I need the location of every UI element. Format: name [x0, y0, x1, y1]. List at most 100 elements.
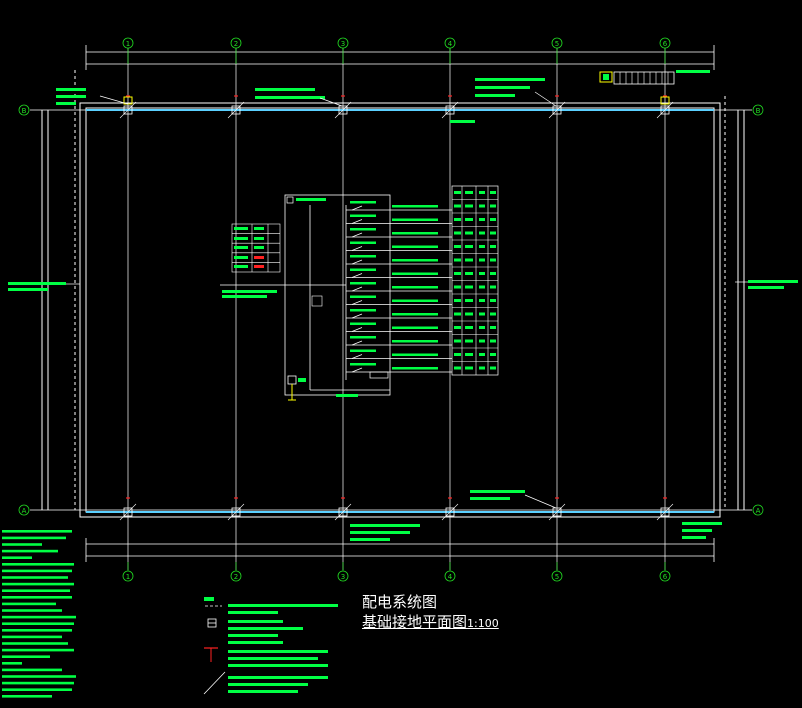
circuit-table	[451, 185, 499, 376]
column-label-6-bottom: 6	[663, 573, 668, 581]
column-bubble-2-bottom	[230, 570, 242, 582]
drawing-title-block: 配电系统图 基础接地平面图1:100	[362, 592, 499, 634]
note-line	[2, 629, 72, 632]
row-label-A-right: A	[756, 507, 761, 515]
column-label-1-bottom: 1	[126, 573, 130, 581]
column-bubble-6-bottom	[659, 570, 671, 582]
column-bubble-3-bottom	[337, 570, 349, 582]
ground-point	[338, 507, 348, 517]
breaker-row	[346, 349, 452, 359]
row-label-B-right: B	[756, 107, 761, 115]
meter-box-icon	[599, 71, 675, 85]
note-line	[2, 695, 52, 698]
breaker-row	[346, 336, 452, 346]
ground-connection-points	[119, 95, 674, 521]
drawing-scale: 1:100	[467, 617, 499, 630]
note-line	[2, 536, 66, 540]
note-line	[2, 549, 58, 553]
column-label-4-bottom: 4	[448, 573, 453, 581]
note-line	[2, 615, 76, 619]
note-line	[2, 569, 72, 573]
top-annotations	[56, 70, 710, 123]
ground-point	[445, 507, 455, 517]
breaker-row	[346, 363, 452, 373]
breaker-row	[346, 228, 452, 238]
breaker-row	[346, 201, 452, 211]
note-line	[2, 602, 56, 606]
breaker-row	[346, 295, 452, 305]
legend	[203, 597, 338, 695]
note-line	[2, 675, 76, 678]
ground-point	[445, 105, 455, 115]
ground-point	[231, 507, 241, 517]
note-line	[2, 596, 72, 599]
note-line	[2, 662, 22, 665]
breaker-circuit-rows	[346, 201, 452, 379]
ground-point	[660, 105, 670, 115]
ground-point	[231, 105, 241, 115]
breaker-row	[346, 268, 452, 278]
column-grid-lines	[127, 48, 666, 570]
ground-bar-b	[86, 109, 714, 513]
column-label-5-bottom: 5	[555, 573, 559, 581]
row-bubble-A-left	[18, 504, 30, 516]
note-line	[2, 642, 68, 645]
ground-point	[338, 105, 348, 115]
row-bubble-B-left	[18, 104, 30, 116]
column-label-3-bottom: 3	[341, 573, 345, 581]
service-entry-box	[123, 96, 133, 105]
parameter-table	[231, 223, 281, 273]
note-line	[2, 530, 72, 533]
breaker-row	[346, 214, 452, 224]
breaker-row	[346, 241, 452, 251]
design-notes-block	[2, 530, 76, 698]
note-line	[2, 543, 42, 546]
ground-point	[660, 507, 670, 517]
title-main: 配电系统图	[362, 593, 438, 611]
column-bubble-6-top	[659, 37, 671, 49]
column-label-1-top: 1	[126, 40, 130, 48]
column-bubble-5-top	[551, 37, 563, 49]
ground-point	[123, 507, 133, 517]
column-bubble-5-bottom	[551, 570, 563, 582]
note-line	[2, 668, 62, 672]
ground-point	[552, 105, 562, 115]
column-label-3-top: 3	[341, 40, 345, 48]
column-label-6-top: 6	[663, 40, 668, 48]
row-label-A-left: A	[22, 507, 27, 515]
note-line	[2, 655, 50, 658]
spd-module	[369, 371, 389, 379]
note-line	[2, 589, 70, 592]
note-line	[2, 635, 62, 639]
note-line	[2, 556, 32, 559]
column-bubble-3-top	[337, 37, 349, 49]
note-line	[2, 582, 74, 586]
row-label-B-left: B	[22, 107, 27, 115]
column-bubble-4-top	[444, 37, 456, 49]
breaker-row	[346, 255, 452, 265]
column-bubble-1-bottom	[122, 570, 134, 582]
column-bubble-4-bottom	[444, 570, 456, 582]
row-grid-lines: A A B B	[18, 104, 764, 516]
ground-point	[552, 507, 562, 517]
column-label-4-top: 4	[448, 40, 453, 48]
column-bubble-2-top	[230, 37, 242, 49]
note-line	[2, 681, 74, 685]
dimension-lines	[85, 45, 715, 562]
breaker-row	[346, 282, 452, 292]
service-entry-box	[660, 96, 670, 105]
title-sub-line: 基础接地平面图1:100	[362, 612, 499, 634]
title-sub: 基础接地平面图	[362, 613, 468, 631]
building-outline	[41, 70, 745, 518]
note-line	[2, 576, 68, 579]
note-line	[2, 609, 62, 612]
breaker-row	[346, 309, 452, 319]
note-line	[2, 563, 74, 566]
ground-point	[123, 105, 133, 115]
column-label-2-bottom: 2	[234, 573, 238, 581]
note-line	[2, 648, 74, 652]
distribution-panel-diagram	[220, 185, 499, 401]
column-label-2-top: 2	[234, 40, 238, 48]
